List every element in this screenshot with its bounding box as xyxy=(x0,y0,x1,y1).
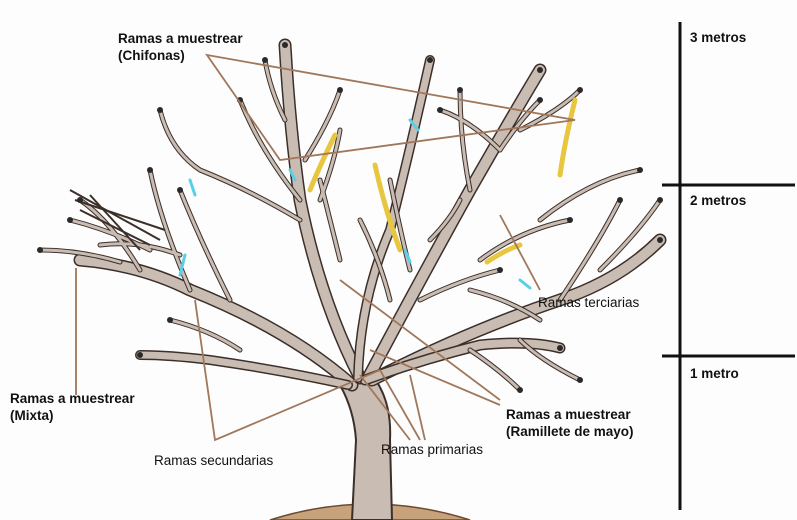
mixta-twig-cluster xyxy=(70,190,165,250)
buds xyxy=(37,42,663,393)
label-mixta-line1: Ramas a muestrear xyxy=(10,390,135,407)
label-terciarias: Ramas terciarias xyxy=(538,294,639,311)
leader-primarias-3 xyxy=(410,375,425,440)
label-ramillete-line1: Ramas a muestrear xyxy=(506,406,634,423)
label-chifonas-line1: Ramas a muestrear xyxy=(118,30,243,47)
scale-label-2m: 2 metros xyxy=(690,193,746,208)
scale-label-1m: 1 metro xyxy=(690,366,739,381)
label-ramillete-line2: (Ramillete de mayo) xyxy=(506,423,634,440)
label-secundarias: Ramas secundarias xyxy=(154,452,273,469)
label-chifonas-line2: (Chifonas) xyxy=(118,47,243,64)
scale-label-3m: 3 metros xyxy=(690,30,746,45)
label-ramillete: Ramas a muestrear (Ramillete de mayo) xyxy=(506,406,634,440)
label-mixta-line2: (Mixta) xyxy=(10,407,135,424)
label-chifonas: Ramas a muestrear (Chifonas) xyxy=(118,30,243,64)
height-scale xyxy=(662,22,795,510)
label-mixta: Ramas a muestrear (Mixta) xyxy=(10,390,135,424)
label-primarias: Ramas primarias xyxy=(381,441,483,458)
